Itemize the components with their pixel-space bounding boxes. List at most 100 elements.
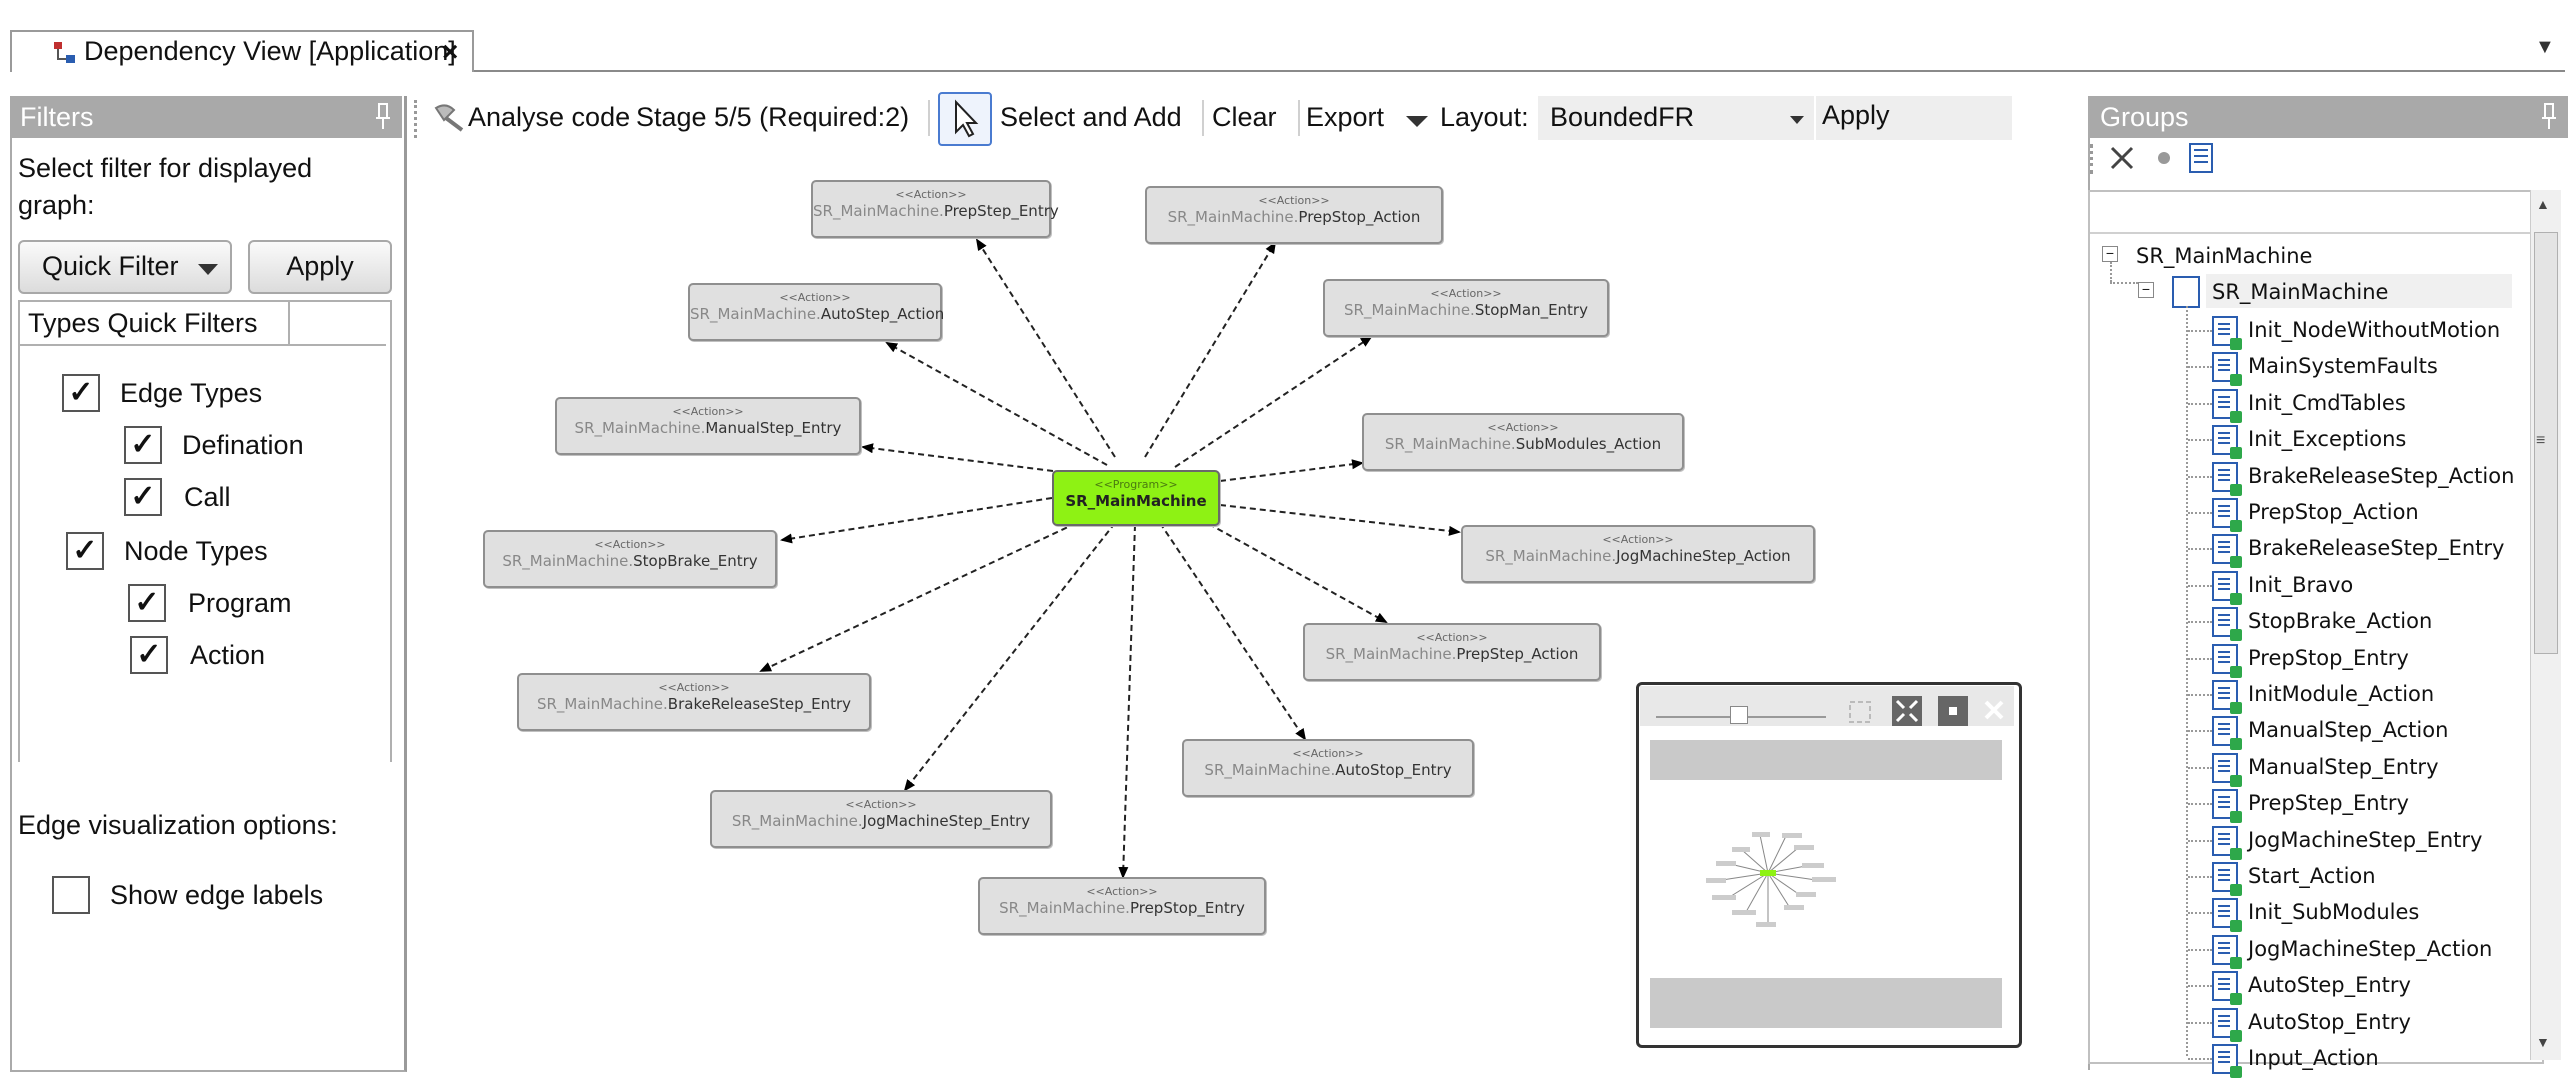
tree-line: [2188, 476, 2212, 478]
graph-canvas[interactable]: <<Program>> SR_MainMachine <<Action>> SR…: [405, 145, 2085, 1070]
tree-item[interactable]: MainSystemFaults: [2248, 354, 2438, 378]
tree-item[interactable]: JogMachineStep_Action: [2248, 937, 2493, 961]
quick-filters-title: Types Quick Filters: [20, 302, 290, 346]
close-icon[interactable]: [1980, 696, 2008, 724]
tree-root[interactable]: SR_MainMachine: [2136, 244, 2313, 268]
tree-item[interactable]: Init_Bravo: [2248, 573, 2354, 597]
quick-filter-dropdown[interactable]: Quick Filter: [18, 240, 232, 294]
tree-item[interactable]: ManualStep_Action: [2248, 718, 2449, 742]
zoom-slider-handle[interactable]: [1730, 706, 1748, 724]
pin-icon[interactable]: [2542, 102, 2556, 130]
tree-item[interactable]: PrepStep_Entry: [2248, 791, 2409, 815]
graph-node[interactable]: <<Action>> SR_MainMachine.StopBrake_Entr…: [483, 530, 777, 588]
collapse-icon[interactable]: −: [2138, 282, 2154, 298]
groups-panel-header: Groups: [2090, 96, 2568, 138]
layout-apply-button[interactable]: Apply: [1822, 100, 1890, 130]
tree-line: [2186, 306, 2188, 1056]
node-prefix: SR_MainMachine.: [1344, 301, 1475, 319]
action-icon: [2212, 607, 2242, 641]
action-checkbox[interactable]: ✓: [130, 636, 168, 674]
grip-icon: ≡: [2536, 432, 2546, 449]
overview-minimap: [1706, 832, 1836, 927]
tree-item[interactable]: Init_NodeWithoutMotion: [2248, 318, 2501, 342]
tree-line: [2188, 876, 2212, 878]
clear-button[interactable]: Clear: [1212, 102, 1277, 132]
graph-node[interactable]: <<Action>> SR_MainMachine.AutoStep_Actio…: [688, 283, 944, 341]
tree-line: [2188, 949, 2212, 951]
call-checkbox[interactable]: ✓: [124, 478, 162, 516]
defination-checkbox[interactable]: ✓: [124, 426, 162, 464]
pin-icon[interactable]: [376, 102, 390, 130]
tree-item[interactable]: AutoStop_Entry: [2248, 1010, 2411, 1034]
tree-item[interactable]: PrepStop_Entry: [2248, 646, 2409, 670]
chevron-down-icon: [198, 264, 218, 275]
scroll-up-icon[interactable]: ▲: [2536, 196, 2550, 212]
group-icon[interactable]: [2186, 142, 2216, 174]
show-edge-labels-checkbox[interactable]: [52, 876, 90, 914]
select-tool-button[interactable]: [938, 92, 992, 146]
tree-item[interactable]: Input_Action: [2248, 1046, 2379, 1070]
tree-item[interactable]: Init_SubModules: [2248, 900, 2420, 924]
tree-line: [2110, 282, 2138, 284]
add-icon[interactable]: [2156, 150, 2172, 166]
tree-item[interactable]: PrepStop_Action: [2248, 500, 2419, 524]
center-program-node[interactable]: <<Program>> SR_MainMachine: [1052, 470, 1220, 526]
graph-node[interactable]: <<Action>> SR_MainMachine.ManualStep_Ent…: [555, 397, 861, 455]
fit-icon[interactable]: [1846, 698, 1874, 726]
action-icon: [2212, 680, 2242, 714]
tree-item[interactable]: Init_Exceptions: [2248, 427, 2407, 451]
graph-node[interactable]: <<Action>> SR_MainMachine.StopMan_Entry: [1323, 279, 1609, 337]
tree-item[interactable]: JogMachineStep_Entry: [2248, 828, 2483, 852]
collapse-icon[interactable]: −: [2102, 246, 2118, 262]
tree-item[interactable]: Start_Action: [2248, 864, 2376, 888]
edge: [759, 518, 1086, 672]
graph-node[interactable]: <<Action>> SR_MainMachine.PrepStep_Entry: [811, 180, 1059, 238]
tree-line: [2188, 621, 2212, 623]
expand-icon[interactable]: [1892, 696, 1922, 726]
node-prefix: SR_MainMachine.: [690, 305, 821, 323]
scroll-down-icon[interactable]: ▼: [2536, 1034, 2550, 1050]
chevron-down-icon[interactable]: [1406, 116, 1428, 127]
tree-program[interactable]: SR_MainMachine: [2212, 280, 2389, 304]
close-icon[interactable]: ×: [442, 36, 459, 67]
tree-line: [2188, 1022, 2212, 1024]
tab-dependency-view[interactable]: Dependency View [Application] ×: [10, 30, 474, 72]
analyse-code-button[interactable]: Analyse code: [468, 102, 631, 132]
delete-icon[interactable]: [2108, 144, 2136, 172]
graph-node[interactable]: <<Action>> SR_MainMachine.PrepStep_Actio…: [1303, 623, 1601, 681]
center-view-icon[interactable]: [1938, 696, 1968, 726]
graph-node[interactable]: <<Action>> SR_MainMachine.AutoStop_Entry: [1182, 739, 1474, 797]
toolbar-separator: [1202, 100, 1204, 136]
edge: [1118, 524, 1136, 879]
scrollbar-thumb[interactable]: [2534, 232, 2558, 654]
entry-icon: [2212, 1008, 2242, 1042]
tree-line: [2188, 548, 2212, 550]
export-button[interactable]: Export: [1306, 102, 1385, 132]
tree-item[interactable]: AutoStep_Entry: [2248, 973, 2411, 997]
layout-label: Layout:: [1440, 102, 1529, 132]
graph-node[interactable]: <<Action>> SR_MainMachine.PrepStop_Entry: [978, 877, 1266, 935]
tree-item[interactable]: StopBrake_Action: [2248, 609, 2433, 633]
tree-item[interactable]: Init_CmdTables: [2248, 391, 2406, 415]
select-and-add-button[interactable]: Select and Add: [1000, 102, 1182, 132]
chevron-down-icon[interactable]: [1790, 116, 1804, 124]
node-types-checkbox[interactable]: ✓: [66, 532, 104, 570]
tree-item[interactable]: BrakeReleaseStep_Action: [2248, 464, 2515, 488]
node-name: PrepStep_Action: [1456, 645, 1579, 663]
graph-node[interactable]: <<Action>> SR_MainMachine.SubModules_Act…: [1362, 413, 1684, 471]
graph-node[interactable]: <<Action>> SR_MainMachine.BrakeReleaseSt…: [517, 673, 871, 731]
toolbar-separator: [1298, 100, 1300, 136]
window-menu-icon[interactable]: ▼: [2535, 36, 2555, 58]
filter-apply-button[interactable]: Apply: [248, 240, 392, 294]
edge: [885, 342, 1108, 466]
edge-types-checkbox[interactable]: ✓: [62, 374, 100, 412]
entry-icon: [2212, 534, 2242, 568]
tree-item[interactable]: BrakeReleaseStep_Entry: [2248, 536, 2505, 560]
layout-select[interactable]: [1538, 96, 1814, 140]
graph-node[interactable]: <<Action>> SR_MainMachine.PrepStop_Actio…: [1145, 186, 1443, 244]
graph-node[interactable]: <<Action>> SR_MainMachine.JogMachineStep…: [710, 790, 1052, 848]
graph-node[interactable]: <<Action>> SR_MainMachine.JogMachineStep…: [1461, 525, 1815, 583]
program-checkbox[interactable]: ✓: [128, 584, 166, 622]
tree-item[interactable]: InitModule_Action: [2248, 682, 2435, 706]
tree-item[interactable]: ManualStep_Entry: [2248, 755, 2439, 779]
